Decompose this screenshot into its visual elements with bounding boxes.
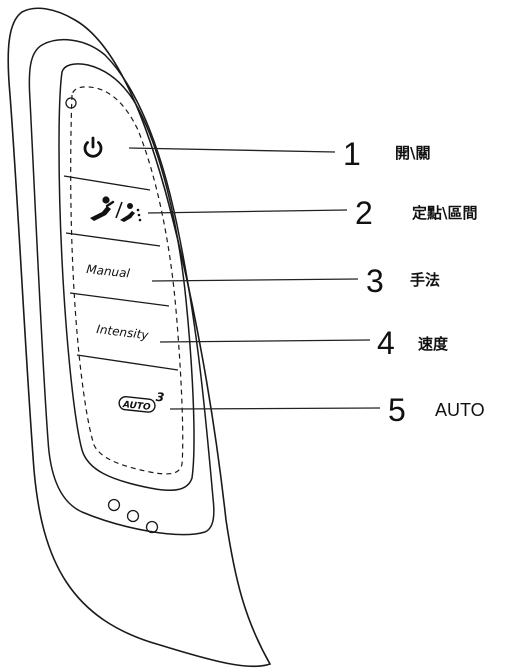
callout-label-1: 開\關 <box>395 144 430 162</box>
callout-line-1 <box>128 147 336 153</box>
control-panel <box>58 63 195 491</box>
callout-label-2: 定點\區間 <box>412 204 477 222</box>
bottom-dot <box>107 498 121 512</box>
button-divider <box>63 175 151 191</box>
auto-badge-icon: AUTO 3 <box>118 390 165 413</box>
callout-number-5: 5 <box>388 392 406 428</box>
callout-label-5: AUTO <box>435 400 485 420</box>
auto-superscript: 3 <box>155 390 165 405</box>
remote-inner-shell <box>28 39 215 536</box>
intensity-button[interactable]: Intensity <box>96 322 150 342</box>
callout-number-4: 4 <box>377 325 395 361</box>
callout-label-4: 速度 <box>418 335 449 353</box>
manual-label: Manual <box>86 262 131 281</box>
callout-number-1: 1 <box>343 136 361 172</box>
callout-line-5 <box>169 407 381 410</box>
callout-number-2: 2 <box>355 195 373 231</box>
power-icon <box>83 136 103 158</box>
massage-point-zone-icon <box>90 196 142 222</box>
indicator-light <box>65 97 77 109</box>
auto-button[interactable]: AUTO 3 <box>118 386 165 414</box>
bottom-dot <box>126 509 140 523</box>
button-divider <box>65 232 161 247</box>
auto-badge-text: AUTO <box>121 400 151 413</box>
callout-line-4 <box>159 339 371 343</box>
intensity-label: Intensity <box>96 322 150 342</box>
button-divider <box>76 354 179 371</box>
dashed-border <box>70 86 184 475</box>
callout-line-2 <box>147 209 348 214</box>
manual-button[interactable]: Manual <box>86 262 131 281</box>
callout-label-3: 手法 <box>410 271 440 289</box>
power-button[interactable] <box>83 136 103 158</box>
callout-line-3 <box>151 278 359 282</box>
button-divider <box>69 292 170 307</box>
bottom-dot <box>145 520 159 534</box>
remote-outer-shell <box>7 7 272 668</box>
point-zone-button[interactable] <box>90 196 142 222</box>
callout-number-3: 3 <box>366 263 384 299</box>
